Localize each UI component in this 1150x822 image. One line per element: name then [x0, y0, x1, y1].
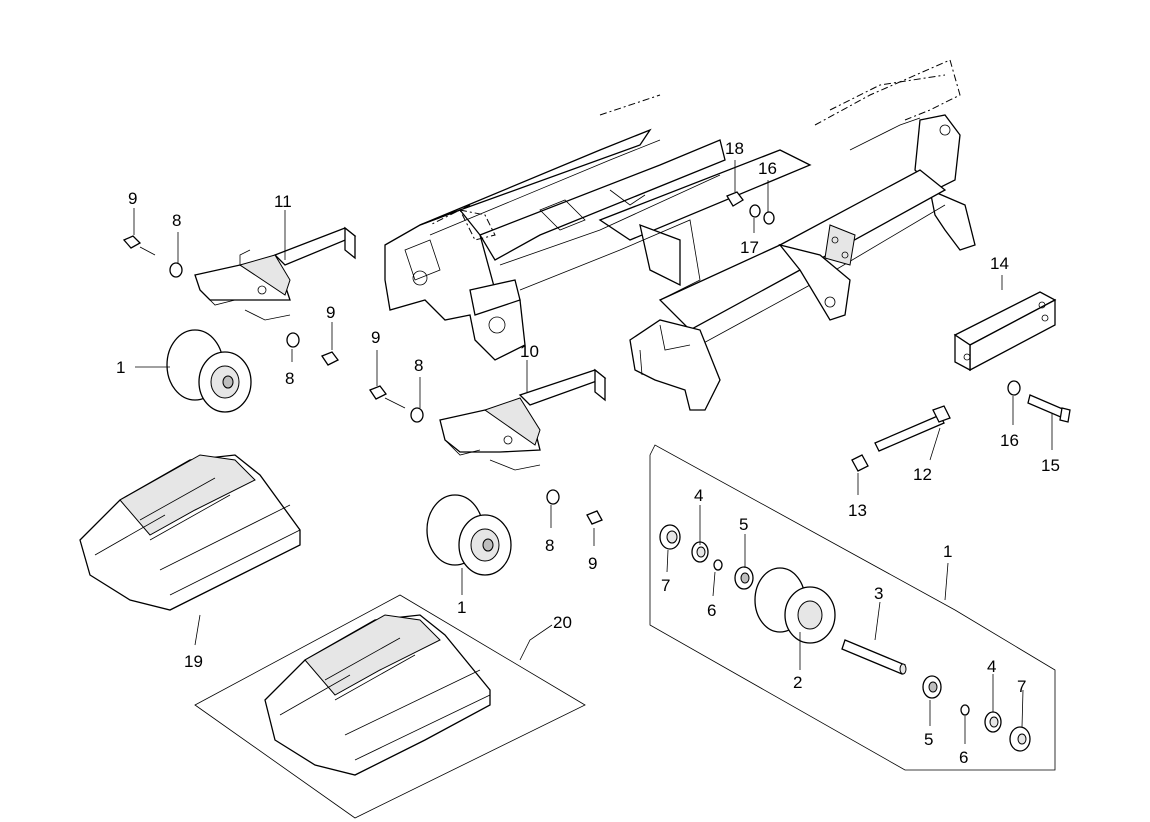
- plate-14: [953, 291, 1057, 372]
- bracket-11: [194, 226, 357, 321]
- track-20-box: [194, 594, 586, 819]
- callout-8: 8: [414, 356, 423, 375]
- roller-left: [166, 329, 252, 413]
- callout-18: 18: [725, 139, 744, 158]
- callout-1: 1: [116, 358, 125, 377]
- callout-1: 1: [457, 598, 466, 617]
- callout-4: 4: [694, 486, 703, 505]
- callout-19: 19: [184, 652, 203, 671]
- roller-assembly: [649, 444, 1056, 771]
- track-20: [264, 614, 491, 776]
- fasteners: [122, 191, 1071, 525]
- roller-center: [426, 494, 512, 576]
- callout-1: 1: [943, 542, 952, 561]
- callout-5: 5: [739, 515, 748, 534]
- callout-5: 5: [924, 730, 933, 749]
- callout-3: 3: [874, 584, 883, 603]
- callout-14: 14: [990, 254, 1009, 273]
- callout-2: 2: [793, 673, 802, 692]
- bracket-10: [439, 368, 607, 471]
- callout-8: 8: [172, 211, 181, 230]
- callout-12: 12: [913, 465, 932, 484]
- callout-9: 9: [588, 554, 597, 573]
- callout-9: 9: [371, 328, 380, 347]
- callout-9: 9: [128, 189, 137, 208]
- callout-8: 8: [545, 536, 554, 555]
- callout-17: 17: [740, 238, 759, 257]
- main-frame: [384, 59, 976, 411]
- callout-16: 16: [758, 159, 777, 178]
- callout-7: 7: [1017, 677, 1026, 696]
- callout-11: 11: [274, 192, 292, 211]
- callout-8: 8: [285, 369, 294, 388]
- callout-7: 7: [661, 576, 670, 595]
- callout-20: 20: [553, 613, 572, 632]
- callout-15: 15: [1041, 456, 1060, 475]
- track-19: [79, 454, 301, 611]
- callout-6: 6: [707, 601, 716, 620]
- callout-10: 10: [520, 342, 539, 361]
- callout-16: 16: [1000, 431, 1019, 450]
- callout-labels: 9 8 11 9 8 1 9 8 10 8 9 1 19 20 18 16 17…: [116, 139, 1060, 767]
- leader-lines: [133, 160, 1053, 744]
- callout-6: 6: [959, 748, 968, 767]
- callout-4: 4: [987, 657, 996, 676]
- callout-9: 9: [326, 303, 335, 322]
- callout-13: 13: [848, 501, 867, 520]
